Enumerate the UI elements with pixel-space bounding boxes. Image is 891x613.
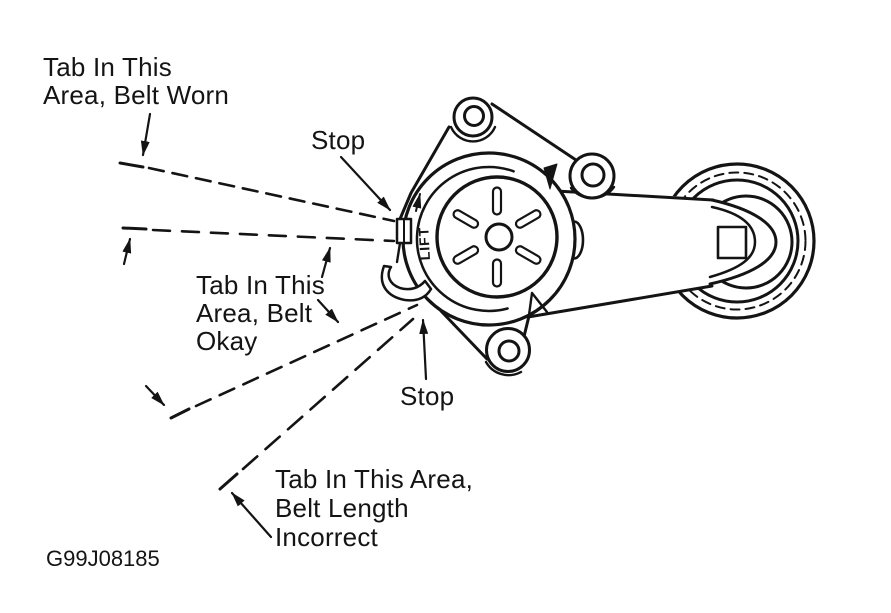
bracket-notch-top — [543, 163, 558, 190]
label-belt-okay: Tab In This Area, Belt Okay — [196, 271, 325, 355]
belt-worn-arrow — [140, 112, 152, 157]
bolt-boss-right — [568, 152, 616, 200]
label-line: Belt Length — [275, 493, 409, 523]
label-line: Tab In This — [196, 270, 325, 300]
incorrect-zone-line — [218, 317, 415, 491]
tensioner-pulley — [435, 175, 559, 299]
label-line: Tab In This Area, — [275, 464, 474, 494]
spring-hook — [380, 264, 433, 302]
okay-tick-arrow — [122, 237, 132, 266]
wear-zone-lines — [118, 161, 419, 491]
boss-lip-arc — [449, 125, 497, 143]
socket-boss-outer-curve — [708, 198, 778, 286]
pulley-face — [435, 175, 559, 299]
worn-zone-line — [118, 161, 396, 223]
okay-zone-line — [121, 226, 396, 243]
bolt-boss-bottom — [484, 327, 531, 377]
bracket-bottom-left-edge — [439, 309, 489, 361]
label-line: Okay — [196, 326, 258, 356]
stop-bottom-arrow — [419, 318, 429, 381]
stop-top-arrow — [339, 155, 392, 212]
belt-okay-upper-arrow — [320, 246, 332, 279]
wear-indicator-tab — [395, 217, 413, 264]
lift-direction-arrow — [412, 193, 422, 212]
okay-lower-tick-arrow — [144, 384, 166, 407]
label-line: Area, Belt — [196, 298, 313, 328]
label-belt-worn: Tab In This Area, Belt Worn — [43, 53, 229, 109]
label-stop-top: Stop — [311, 126, 365, 154]
label-line: Stop — [400, 381, 455, 411]
socket-boss-inner-curve — [708, 205, 757, 279]
belt-okay-lower-arrow — [316, 298, 340, 324]
okay-lower-zone-line — [169, 303, 419, 420]
bracket-notch-bottom — [527, 291, 549, 317]
bracket-top-right-edge — [490, 102, 578, 162]
label-belt-incorrect: Tab In This Area, Belt Length Incorrect — [275, 465, 473, 552]
pulley-center-hole — [484, 222, 514, 252]
arm-body — [540, 188, 716, 312]
label-stop-bottom: Stop — [400, 382, 454, 410]
mounting-bracket — [398, 96, 616, 377]
label-line: Stop — [311, 125, 366, 155]
boss-lip-arc — [484, 360, 523, 377]
figure-id-code: G99J08185 — [46, 546, 160, 571]
arm-bottom-edge — [526, 284, 714, 319]
square-drive-hole — [716, 225, 748, 260]
callout-arrows — [122, 112, 429, 539]
socket-boss — [708, 198, 778, 286]
housing-inner-arc — [415, 165, 515, 313]
bracket-left-edge — [398, 125, 451, 221]
bolt-boss-top — [449, 96, 497, 143]
pulley-slots — [452, 186, 542, 288]
casting-edge-below-tab — [395, 241, 402, 264]
boss-lip-arc — [569, 185, 616, 200]
lift-marking: LIFT — [415, 226, 433, 260]
label-line: Area, Belt Worn — [43, 80, 230, 110]
label-line: Incorrect — [275, 522, 378, 552]
belt-incorrect-arrow — [230, 491, 273, 539]
label-line: Tab In This — [43, 52, 172, 82]
